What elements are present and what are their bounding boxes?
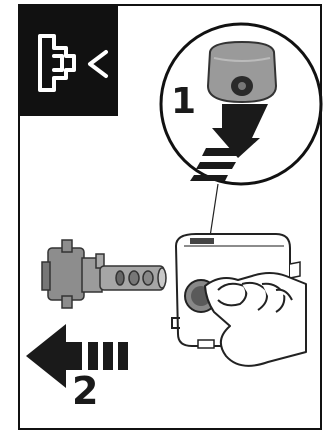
- step-number-1: 1: [171, 84, 196, 120]
- removed-cartridge: [42, 240, 166, 308]
- button-closeup: [208, 42, 276, 102]
- step-number-2: 2: [72, 372, 98, 410]
